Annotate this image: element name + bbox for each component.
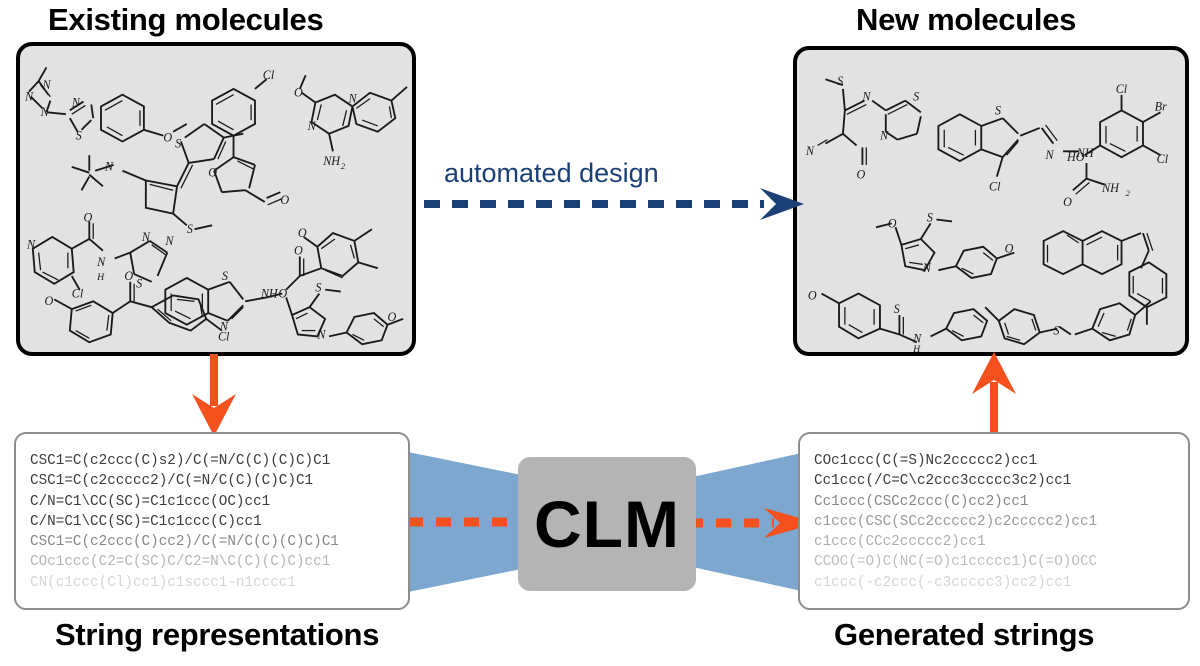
smiles-line: COc1ccc(C2=C(SC)C/C2=N\C(C)(C)C)cc1 <box>30 554 331 571</box>
svg-text:O: O <box>857 168 866 182</box>
svg-text:N: N <box>912 331 922 345</box>
svg-text:NH: NH <box>260 286 279 300</box>
svg-text:O: O <box>278 286 287 300</box>
svg-text:S: S <box>187 222 193 236</box>
svg-text:O: O <box>808 288 817 302</box>
clm-model-box[interactable]: CLM <box>518 457 696 591</box>
svg-text:N: N <box>40 105 50 119</box>
svg-text:O: O <box>888 216 897 230</box>
clm-output-dashed-arrow <box>688 508 818 538</box>
svg-text:S: S <box>913 90 919 104</box>
svg-text:2: 2 <box>341 161 346 171</box>
label-string-representations: String representations <box>55 617 380 652</box>
svg-text:S: S <box>315 281 321 295</box>
svg-text:O: O <box>294 244 303 258</box>
svg-text:S: S <box>175 136 181 150</box>
clm-label: CLM <box>534 487 680 561</box>
svg-text:N: N <box>348 92 358 106</box>
svg-text:O: O <box>83 210 92 224</box>
svg-text:S: S <box>837 74 843 88</box>
smiles-line: C/N=C1\CC(SC)=C1c1ccc(C)cc1 <box>30 513 262 530</box>
svg-text:O: O <box>163 131 172 145</box>
smiles-line: Cc1ccc(/C=C\c2ccc3ccccc3c2)cc1 <box>814 473 1072 490</box>
smiles-line: C/N=C1\CC(SC)=C1c1ccc(OC)cc1 <box>30 493 271 510</box>
svg-text:O: O <box>388 310 397 324</box>
smiles-line: CSC1=C(c2ccc(C)cc2)/C(=N/C(C)(C)C)C1 <box>30 534 339 551</box>
generated-strings-box: COc1ccc(C(=S)Nc2ccccc2)cc1 Cc1ccc(/C=C\c… <box>798 432 1190 610</box>
svg-text:O: O <box>208 166 217 180</box>
title-existing-molecules: Existing molecules <box>48 2 324 37</box>
automated-design-flow: automated design <box>424 158 804 220</box>
smiles-line: CSC1=C(c2ccc(C)s2)/C(=N/C(C)(C)C)C1 <box>30 453 331 469</box>
svg-text:NH: NH <box>322 154 341 168</box>
arrow-up-to-molecules-icon <box>972 352 1016 436</box>
svg-text:Cl: Cl <box>263 68 275 82</box>
svg-text:N: N <box>24 90 34 104</box>
svg-text:N: N <box>307 119 317 133</box>
arrow-down-to-strings-icon <box>192 354 236 436</box>
smiles-line: CCOC(=O)C(NC(=O)c1ccccc1)C(=O)OCC <box>814 554 1098 571</box>
svg-text:HO: HO <box>1066 150 1085 164</box>
smiles-line: c1ccc(CCc2ccccc2)cc1 <box>814 534 986 551</box>
svg-text:H: H <box>912 344 921 352</box>
smiles-line: CSC1=C(c2ccccc2)/C(=N/C(C)(C)C)C1 <box>30 473 314 490</box>
svg-text:N: N <box>805 144 815 158</box>
new-molecules-structures: S N S N <box>805 74 1169 352</box>
svg-text:N: N <box>96 255 106 269</box>
smiles-line: c1ccc(CSC(SCc2ccccc2)c2ccccc2)cc1 <box>814 513 1098 530</box>
svg-text:S: S <box>927 210 933 224</box>
string-representations-box: CSC1=C(c2ccc(C)s2)/C(=N/C(C)(C)C)C1 CSC1… <box>14 432 410 610</box>
svg-text:N: N <box>922 261 932 275</box>
svg-text:O: O <box>294 86 303 100</box>
smiles-line: COc1ccc(C(=S)Nc2ccccc2)cc1 <box>814 453 1038 469</box>
automated-design-arrow-icon <box>424 188 804 220</box>
svg-text:N: N <box>164 234 174 248</box>
svg-text:Cl: Cl <box>218 329 230 343</box>
svg-text:N: N <box>219 320 229 334</box>
svg-text:Cl: Cl <box>989 179 1001 193</box>
smiles-line: c1ccc(-c2ccc(-c3ccccc3)cc2)cc1 <box>814 574 1072 591</box>
svg-text:2: 2 <box>1125 188 1130 198</box>
svg-text:O: O <box>280 193 289 207</box>
svg-text:O: O <box>1063 195 1072 209</box>
existing-molecules-structures: N N N N S O <box>24 66 408 346</box>
svg-text:O: O <box>1005 242 1014 256</box>
svg-text:NH: NH <box>1101 181 1120 195</box>
svg-text:O: O <box>298 226 307 240</box>
svg-text:O: O <box>44 294 53 308</box>
new-molecules-panel: S N S N <box>793 46 1189 356</box>
svg-text:NH: NH <box>1076 146 1095 160</box>
svg-text:N: N <box>141 230 151 244</box>
clm-input-dashed-line <box>408 517 526 527</box>
svg-text:N: N <box>316 327 326 341</box>
svg-text:N: N <box>861 90 871 104</box>
existing-molecules-panel: N N N N S O <box>16 42 416 356</box>
svg-text:S: S <box>136 277 142 291</box>
svg-text:Cl: Cl <box>1157 152 1169 166</box>
svg-text:S: S <box>76 129 82 143</box>
title-new-molecules: New molecules <box>856 2 1077 37</box>
svg-text:S: S <box>894 302 900 316</box>
svg-text:S: S <box>1053 323 1059 337</box>
svg-text:O: O <box>124 269 133 283</box>
svg-text:N: N <box>1045 148 1055 162</box>
svg-text:N: N <box>26 238 36 252</box>
label-generated-strings: Generated strings <box>834 617 1095 652</box>
svg-text:Cl: Cl <box>1116 82 1128 96</box>
svg-text:S: S <box>222 269 228 283</box>
svg-text:S: S <box>995 103 1001 117</box>
automated-design-label: automated design <box>444 158 659 188</box>
smiles-line: Cc1ccc(CSCc2ccc(C)cc2)cc1 <box>814 493 1029 510</box>
svg-text:N: N <box>42 78 52 92</box>
svg-text:N: N <box>71 95 81 109</box>
smiles-line: CN(c1ccc(Cl)cc1)c1sccc1-n1cccc1 <box>30 574 296 591</box>
svg-text:N: N <box>104 160 114 174</box>
svg-text:H: H <box>96 272 105 283</box>
svg-text:Cl: Cl <box>72 286 84 300</box>
svg-text:Br: Br <box>1155 99 1167 113</box>
svg-text:N: N <box>879 129 889 143</box>
